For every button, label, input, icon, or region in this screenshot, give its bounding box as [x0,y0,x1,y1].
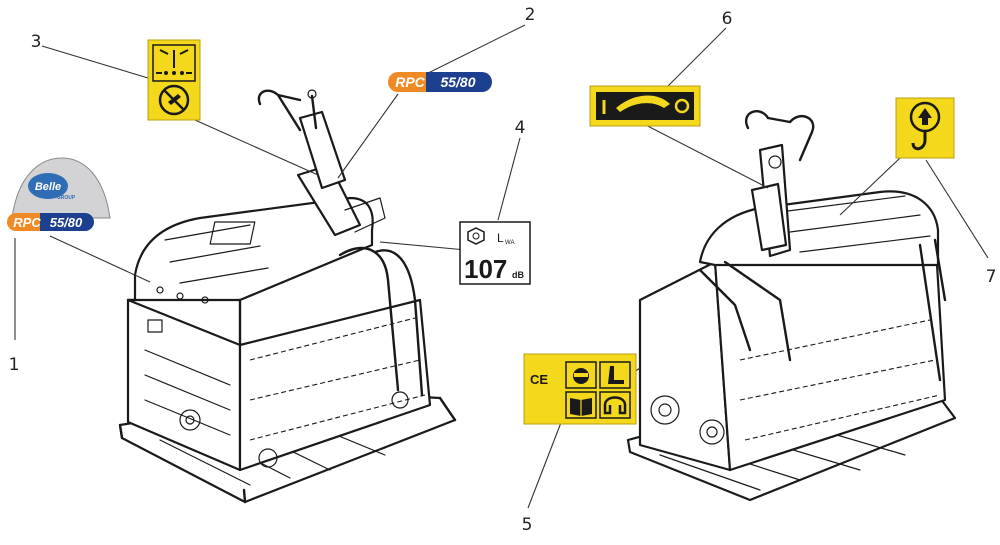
safety-boots-icon [608,366,624,384]
lever-on-icon [674,98,690,114]
compactor-right-view [626,110,957,502]
no-adjust-running-icon [158,84,190,116]
decal-sound-power: L WA 107 dB [459,221,531,285]
compactor-left-view [118,89,457,504]
callout-1: 1 [9,355,20,375]
ear-protection-icon [603,396,627,415]
callout-labels: 1 2 3 4 5 6 7 [9,5,997,535]
decal-lifting-point [895,97,955,159]
belle-oval-icon [28,173,68,199]
callout-7: 7 [986,267,997,287]
sound-subscript: WA [505,240,514,246]
badge-model-suffix: 55/80 [440,74,475,90]
badge-model-prefix: RPC [395,74,425,90]
belle-model-prefix: RPC [13,215,41,230]
lever-arc-icon [616,95,670,112]
callout-5: 5 [522,515,533,535]
belle-brand-text: Belle [35,181,61,193]
sound-hex-icon [467,227,485,245]
decal-control-lever [589,85,701,127]
callout-6: 6 [722,9,733,29]
sound-symbol: L [497,231,504,245]
ce-mark: CE [530,372,548,387]
belle-sub-text: GROUP [57,195,76,201]
belle-model-suffix: 55/80 [50,215,83,230]
decal-warning-controls [147,39,201,121]
callout-2: 2 [525,5,536,25]
callout-4: 4 [515,118,526,138]
callout-3: 3 [31,32,42,52]
decal-belle-logo: Belle GROUP RPC 55/80 [7,157,111,231]
ppe-grid [565,361,631,419]
sound-value: 107 [464,254,507,284]
decal-safety-ppe: CE [523,353,637,425]
lever-direction-icon [159,49,189,68]
sound-unit: dB [512,270,524,280]
decal-model-badge: RPC 55/80 [388,72,492,92]
